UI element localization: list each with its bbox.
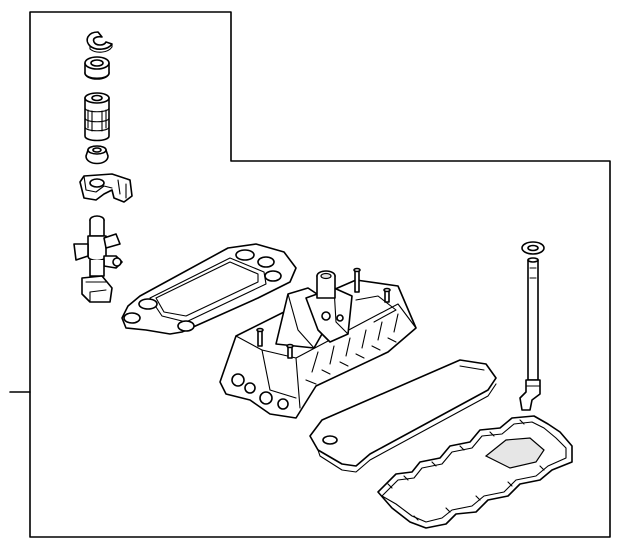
mounting-gasket-part [121, 243, 297, 335]
shift-bracket-part [79, 173, 133, 203]
shift-lever-rod-part [519, 257, 541, 411]
c-clip-part [86, 31, 113, 53]
shift-rod-joint-part [73, 215, 123, 303]
shifter-housing-part [219, 267, 417, 419]
cap-bushing-part [85, 145, 109, 165]
housing-cover-plate-part [309, 359, 497, 473]
bottom-gasket-part [377, 415, 573, 529]
bushing-part [84, 56, 110, 80]
damper-sleeve-part [84, 92, 110, 142]
diagram-frame [29, 11, 611, 538]
o-ring-part [521, 241, 545, 255]
